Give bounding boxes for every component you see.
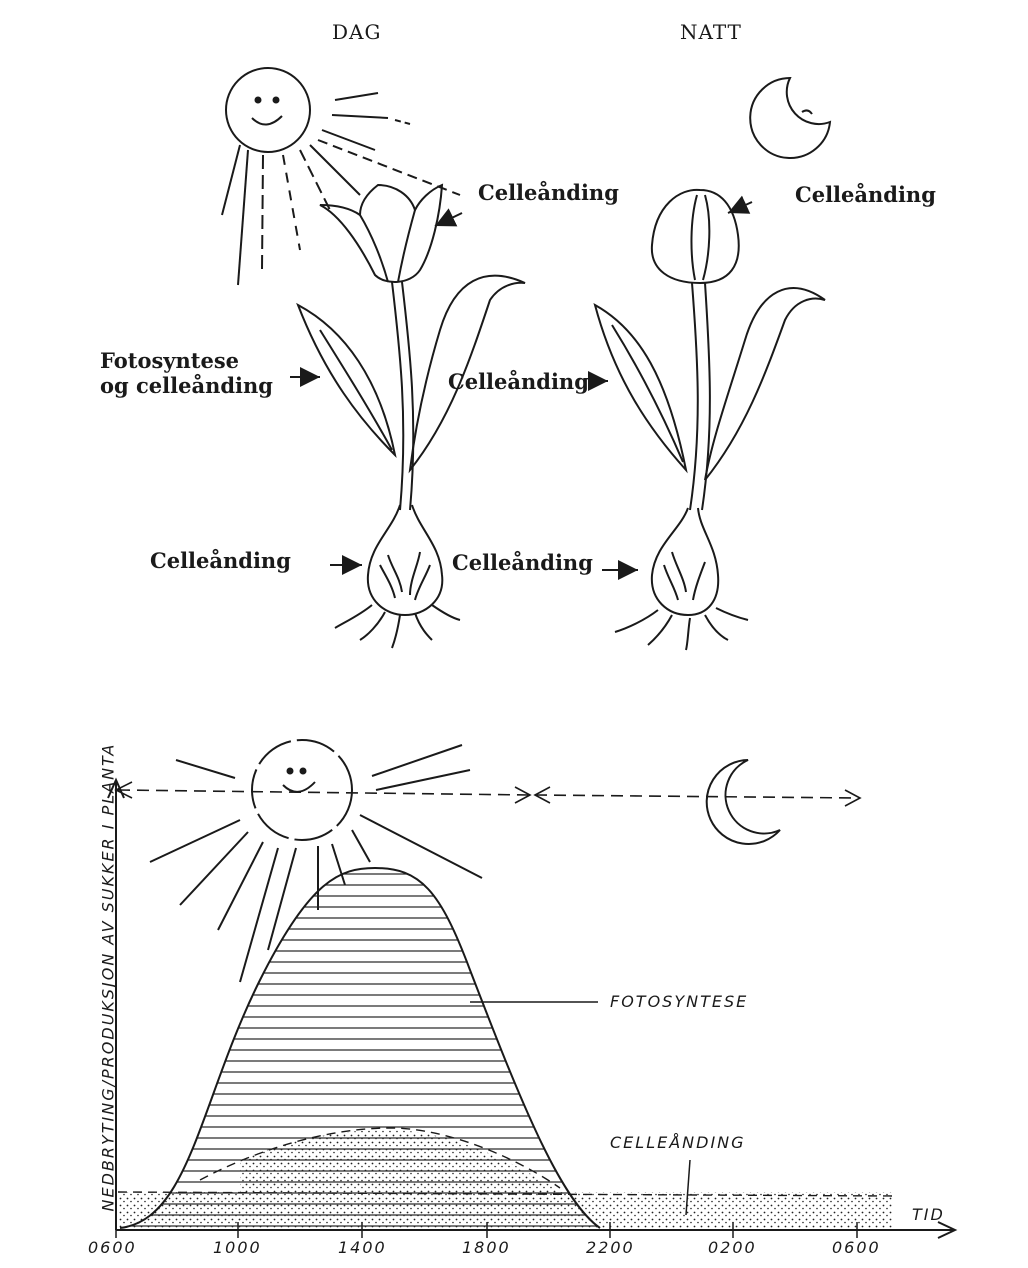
day-tulip-illustration xyxy=(298,185,525,648)
x-axis-label: TID xyxy=(912,1205,945,1224)
y-axis-label: NEDBRYTING/PRODUKSJON AV SUKKER I PLANTA xyxy=(99,792,118,1212)
x-tick-label: 2200 xyxy=(586,1238,635,1257)
night-bulb-label: Celleånding xyxy=(452,550,593,575)
series-label-fotosyntese: FOTOSYNTESE xyxy=(610,992,748,1011)
x-tick-label: 0600 xyxy=(832,1238,881,1257)
night-flower-label: Celleånding xyxy=(795,182,936,207)
day-sun-icon xyxy=(222,68,460,285)
chart-moon-icon xyxy=(707,760,780,844)
fotosyntese-area xyxy=(110,860,630,1230)
night-flower-arrow xyxy=(728,202,752,213)
day-leaf-label-line2: og celleånding xyxy=(100,373,273,398)
x-tick-label: 1800 xyxy=(462,1238,511,1257)
header-night: NATT xyxy=(680,20,742,44)
header-day: DAG xyxy=(332,20,381,44)
day-night-span-arrows xyxy=(118,790,860,798)
night-leaf-label: Celleånding xyxy=(448,369,589,394)
day-bulb-label: Celleånding xyxy=(150,548,291,573)
x-tick-label: 1400 xyxy=(338,1238,387,1257)
series-label-celleanding: CELLEÅNDING xyxy=(610,1133,746,1152)
night-moon-icon xyxy=(750,78,830,158)
day-flower-label: Celleånding xyxy=(478,180,619,205)
night-tulip-illustration xyxy=(595,190,825,650)
x-tick-label: 1000 xyxy=(213,1238,262,1257)
day-leaf-label-line1: Fotosyntese xyxy=(100,348,239,373)
x-tick-label: 0600 xyxy=(88,1238,137,1257)
x-tick-label: 0200 xyxy=(708,1238,757,1257)
